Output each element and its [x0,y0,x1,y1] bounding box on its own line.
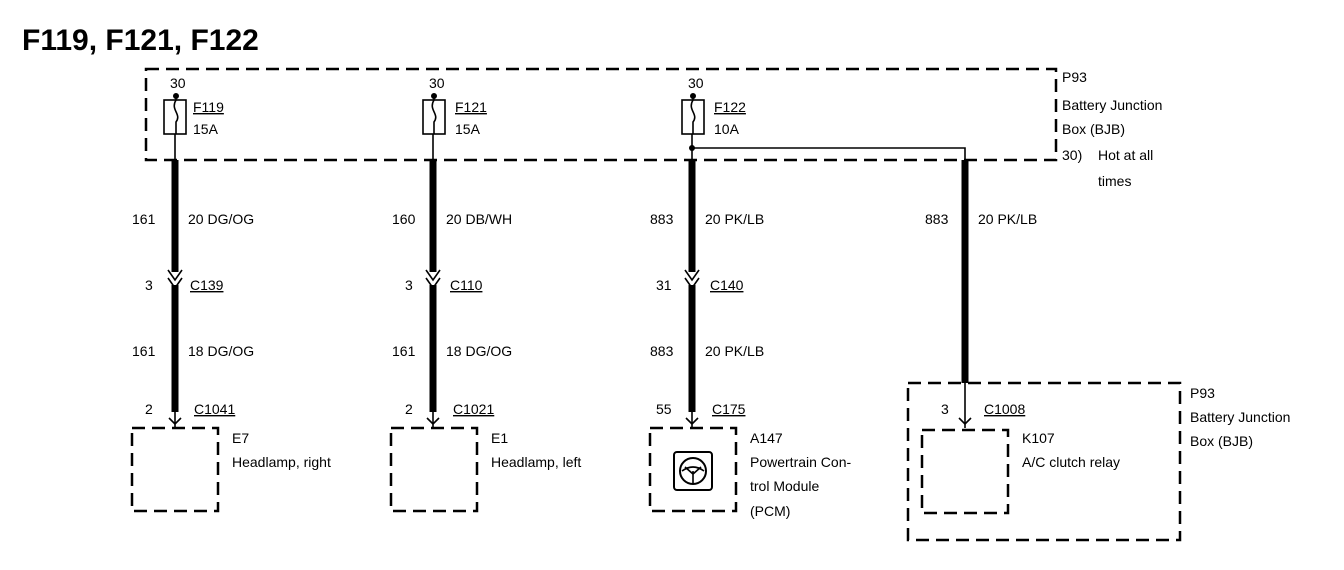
fuse-f121: 30 F121 15A [422,75,487,160]
mid-connector: C110 [450,277,483,293]
bjb-top-note-2: times [1098,173,1131,189]
fuse-terminal: 30 [170,75,186,91]
component-id: E7 [232,430,249,446]
circuit-2: 160 20 DB/WH 3 C110 161 18 DG/OG 2 C1021… [389,160,581,513]
circuit-1: 161 20 DG/OG 3 C139 161 18 DG/OG 2 C1041… [130,160,331,513]
bjb-top-note-1: Hot at all [1098,147,1153,163]
connector-c140-arrow-2 [684,277,700,290]
bjb-bottom-name-1: Battery Junction [1190,409,1290,425]
fuse-rating: 15A [193,121,219,137]
component-id: A147 [750,430,783,446]
upper-circuit-number: 160 [392,211,416,227]
mid-pin: 3 [145,277,153,293]
lower-wire-label: 18 DG/OG [188,343,254,359]
bjb-top-name-1: Battery Junction [1062,97,1162,113]
end-pin: 3 [941,401,949,417]
diagram-title: F119, F121, F122 [22,24,259,57]
end-pin: 55 [656,401,672,417]
component-name-1: Powertrain Con- [750,454,851,470]
mid-connector: C140 [710,277,744,293]
component-k107-outline [920,428,1010,515]
circuit-3: 883 20 PK/LB 31 C140 883 20 PK/LB 55 C17… [648,160,851,519]
end-connector: C1021 [453,401,494,417]
connector-c110-arrow [425,269,441,282]
lower-wire-label: 20 PK/LB [705,343,764,359]
fuse-element [173,99,179,134]
bjb-top-outline [144,67,1058,162]
upper-wire-label: 20 PK/LB [978,211,1037,227]
component-name-2: trol Module [750,478,819,494]
end-pin: 2 [405,401,413,417]
end-connector: C175 [712,401,746,417]
component-a147-outline [648,426,738,513]
connector-c139-arrow-2 [167,277,183,290]
component-name: A/C clutch relay [1022,454,1120,470]
end-connector: C1041 [194,401,235,417]
lower-circuit-number: 161 [132,343,156,359]
bjb-top-note-key: 30) [1062,147,1082,163]
component-name: Headlamp, left [491,454,581,470]
upper-wire-label: 20 DB/WH [446,211,512,227]
mid-pin: 31 [656,277,672,293]
bjb-top-ref: P93 [1062,69,1087,85]
end-connector: C1008 [984,401,1025,417]
bjb-bottom-ref: P93 [1190,385,1215,401]
component-id: K107 [1022,430,1055,446]
lower-wire-label: 18 DG/OG [446,343,512,359]
component-id: E1 [491,430,508,446]
bjb-bottom-outline [906,381,1182,542]
lower-circuit-number: 161 [392,343,416,359]
lower-circuit-number: 883 [650,343,674,359]
circuit-4: 883 20 PK/LB 3 C1008 K107 A/C clutch rel… [920,160,1120,515]
mid-pin: 3 [405,277,413,293]
component-name: Headlamp, right [232,454,331,470]
fuse-f122: 30 F122 10A [681,75,966,160]
bjb-top-name-2: Box (BJB) [1062,121,1125,137]
upper-circuit-number: 161 [132,211,156,227]
upper-circuit-number: 883 [650,211,674,227]
fuse-terminal: 30 [429,75,445,91]
fuse-rating: 10A [714,121,740,137]
connector-c1008-arrow [958,417,972,426]
upper-circuit-number: 883 [925,211,949,227]
component-e7-outline [130,426,220,513]
fuse-name: F119 [193,99,224,115]
fuse-terminal: 30 [688,75,704,91]
upper-wire-label: 20 PK/LB [705,211,764,227]
fuse-name: F122 [714,99,746,115]
splice-branch [692,147,966,160]
fuse-rating: 15A [455,121,481,137]
fuse-element [690,99,696,134]
fuse-f119: 30 F119 15A [163,75,224,160]
component-e1-outline [389,426,479,513]
connector-c110-arrow-2 [425,277,441,290]
connector-c139-arrow [167,269,183,282]
mid-connector: C139 [190,277,224,293]
pcm-module-icon [673,451,713,491]
upper-wire-label: 20 DG/OG [188,211,254,227]
connector-c140-arrow [684,269,700,282]
end-pin: 2 [145,401,153,417]
fuse-element [431,99,437,134]
fuse-name: F121 [455,99,487,115]
component-name-3: (PCM) [750,503,790,519]
bjb-bottom-name-2: Box (BJB) [1190,433,1253,449]
